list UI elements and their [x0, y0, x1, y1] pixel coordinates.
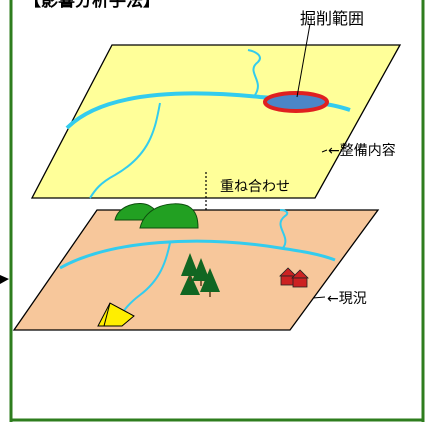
forest-icon — [180, 253, 220, 297]
hill — [139, 203, 199, 229]
left-arrow-icon — [0, 275, 9, 284]
current-status-plane — [12, 203, 380, 331]
excavation-leader-line — [296, 23, 311, 98]
river-tributary-north — [247, 49, 261, 96]
current-status-label: ←現況 — [327, 291, 367, 307]
maintenance-leader-line — [321, 149, 328, 153]
overlay-label: 重ね合わせ — [220, 179, 290, 195]
maintenance-plane-surface — [30, 44, 402, 199]
river-tributary-south — [89, 102, 161, 199]
maintenance-content-label: ←整備内容 — [328, 142, 396, 159]
river-tributary-north — [279, 209, 289, 249]
header-title: 【影響分析手法】 — [24, 0, 160, 11]
current-status-leader-line — [312, 296, 326, 299]
houses-icon — [279, 267, 309, 288]
excavation-area — [263, 91, 329, 113]
river-main — [59, 239, 336, 270]
tent-icon — [97, 302, 135, 327]
excavation-range-label: 掘削範囲 — [300, 9, 364, 28]
maintenance-plane — [30, 44, 402, 199]
frame — [9, 0, 425, 422]
